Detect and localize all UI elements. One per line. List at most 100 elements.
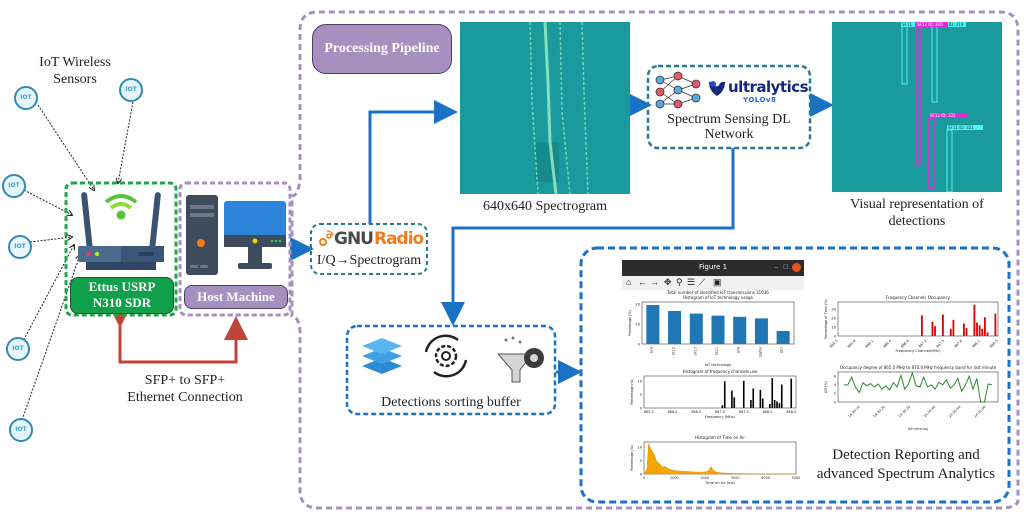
chart-ytick-label: 0	[834, 400, 837, 404]
save-icon[interactable]: ▣	[713, 277, 722, 287]
chart-title: Occupancy degree of 865.0 MHz to 870.0 M…	[840, 365, 997, 370]
detections-image: SF11 SF12 ID: 320 ID: 319 SF12 ID: 322 S…	[832, 22, 1002, 192]
iot-link	[29, 237, 72, 243]
analytics-box-outline	[579, 246, 1011, 504]
chart-ytick-label: 5	[640, 393, 642, 397]
chart-bar	[733, 316, 747, 344]
chart-axes-frame	[837, 371, 999, 403]
chart-xtick-label: 865.8	[847, 339, 857, 349]
chart-title: Histogram of Time on Air	[695, 435, 745, 440]
edit-axes-icon[interactable]: ⟋	[699, 277, 706, 287]
chart-xtick-label: 865.5	[644, 410, 654, 414]
host-computer-icon	[186, 195, 286, 275]
configure-icon[interactable]: ☰	[687, 277, 696, 287]
chart-xtick-label: 14:30:40	[923, 405, 937, 419]
chart-bar	[934, 326, 936, 336]
chart-bar	[963, 323, 965, 336]
chart-xlabel: Time on Air (ms)	[704, 481, 735, 485]
iot-link	[118, 101, 134, 183]
chart-ytick-label: 0	[640, 472, 643, 476]
chart-bar	[754, 318, 768, 344]
chart-ylabel: Percentage (%)	[630, 378, 634, 405]
iot-sensor-icon: IOT	[9, 418, 33, 442]
chart-title: Histogram of IoT technology usage	[683, 295, 754, 300]
chart-xtick-label: SF7	[780, 347, 784, 353]
chart-bar	[752, 388, 755, 408]
chart-bar	[978, 325, 981, 336]
sfp-connection-arrow	[108, 304, 248, 364]
chart-xtick-label: Sigfox	[758, 347, 762, 357]
chart-bar	[986, 332, 989, 336]
chart-xtick-label: SF9	[650, 347, 654, 353]
chart-xtick-label: 867.5	[739, 410, 749, 414]
chart-title: Histogram of frequency channels use	[683, 369, 758, 374]
dl-box-outline	[646, 64, 812, 150]
chart-xtick-label: 14:30:50	[948, 405, 962, 419]
chart-bar	[965, 327, 968, 336]
chart-bar	[931, 321, 934, 336]
figure-window-titlebar: Figure 1 – □	[622, 260, 804, 276]
detection-tag: SF12 ID: 320	[917, 22, 943, 27]
buffer-caption: Detections sorting buffer	[381, 395, 521, 410]
spectrogram-image	[460, 22, 630, 194]
dl-caption-line1: Spectrum Sensing DL	[667, 112, 791, 127]
chart-bar	[778, 403, 781, 408]
chart-xtick-label: 866.4	[882, 339, 892, 349]
gnuradio-icon	[319, 230, 334, 246]
gnuradio-logo-gnu: GNU	[334, 229, 374, 249]
back-icon[interactable]: ←	[638, 277, 647, 287]
chart-bar	[981, 328, 984, 336]
chart-xtick-label: 3000	[731, 476, 740, 480]
chart-bar	[773, 400, 776, 408]
chart-xtick-label: 868.1	[971, 339, 981, 349]
close-button[interactable]	[792, 263, 801, 272]
chart-xtick-label: 866.1	[865, 339, 875, 349]
chart-xtick-label: SF8	[737, 347, 741, 353]
pan-icon[interactable]: ✥	[664, 277, 672, 287]
connection-label-line1: SFP+ to SFP+	[144, 373, 226, 388]
chart-ytick-label: 0	[638, 342, 641, 346]
chart-bar	[976, 322, 978, 336]
chart-xtick-label: 14:30:30	[898, 405, 912, 419]
chart-bar	[921, 315, 923, 336]
analytics-caption-line2: advanced Spectrum Analytics	[816, 466, 996, 482]
chart-title: Total number of identified IoT transmiss…	[666, 290, 769, 295]
chart-ytick-label: 30	[831, 307, 836, 311]
chart-ytick-label: 5	[640, 459, 642, 463]
chart-bar	[721, 405, 724, 408]
yolov8-logo-text: YOLOv8	[743, 96, 777, 104]
chart-xlabel: Frequency (MHz)	[705, 415, 736, 419]
chart-bar	[942, 314, 944, 336]
iot-link	[37, 104, 94, 190]
home-icon[interactable]: ⌂	[626, 277, 632, 287]
chart-bar	[723, 381, 726, 408]
iot-sensor-icon: IOT	[14, 86, 38, 110]
chart-xtick-label: 2000	[700, 476, 709, 480]
pipeline-outline	[290, 10, 1020, 510]
minimize-button[interactable]: –	[774, 263, 779, 271]
zoom-icon[interactable]: ⚲	[676, 277, 683, 287]
detection-tag: SF11 ID: 321	[948, 125, 974, 130]
chart-ytick-label: 20	[635, 302, 640, 306]
detections-caption: Visual representation of detections	[820, 196, 1014, 230]
chart-ylabel: OD (%)	[824, 380, 828, 393]
maximize-button[interactable]: □	[783, 263, 788, 271]
chart-ylabel: Percentage (%)	[628, 309, 632, 336]
buffer-box-outline	[345, 324, 557, 416]
gnuradio-to-spectrogram-arrow	[368, 100, 458, 224]
chart-axes-frame	[643, 375, 797, 409]
chart-xtick-label: 14:31:00	[973, 405, 987, 419]
chart-bar	[776, 401, 778, 408]
ultralytics-logo-icon	[709, 81, 725, 96]
gnuradio-logo: GNU Radio	[316, 229, 424, 249]
chart-xtick-label: 14:30:10	[847, 405, 861, 419]
detection-tag: SF12 ID: 322	[930, 113, 956, 118]
chart-ylabel: Percentage of Time (%)	[824, 298, 828, 338]
chart-xtick-label: 868.5	[989, 339, 999, 349]
iot-sensor-icon: IOT	[8, 235, 32, 259]
chart-ytick-label: 4	[834, 383, 837, 387]
forward-icon[interactable]: →	[650, 277, 659, 287]
